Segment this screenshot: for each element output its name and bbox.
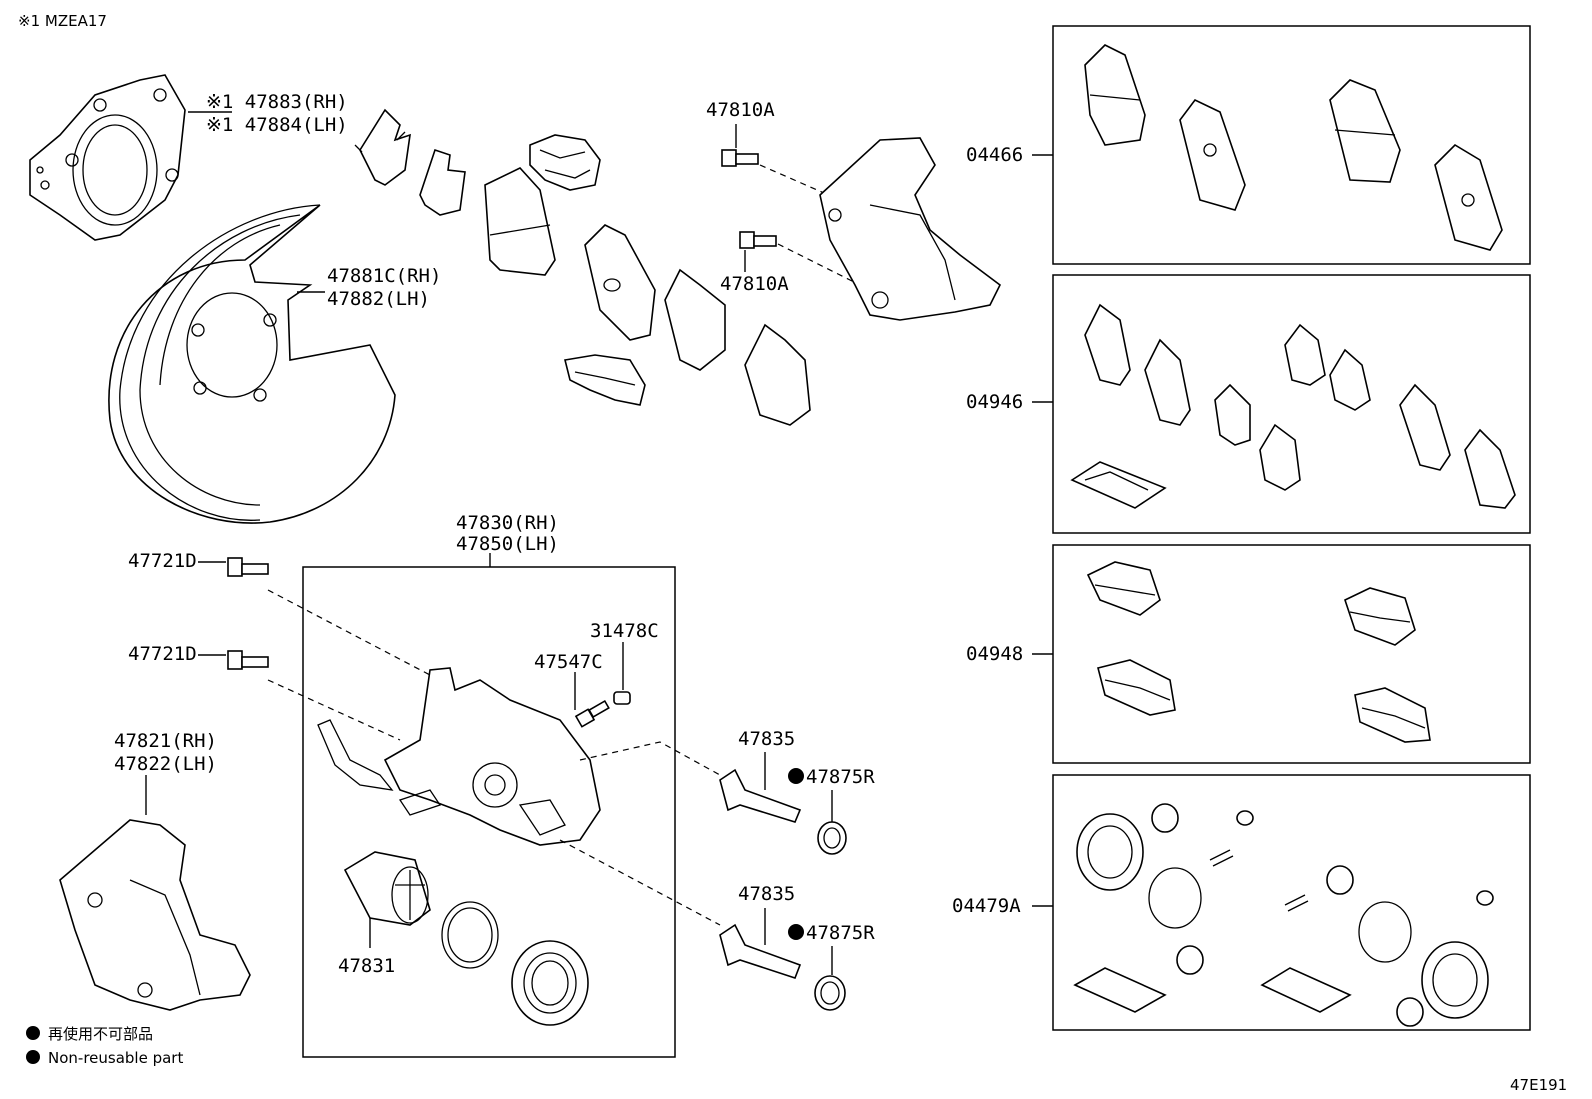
label-47882: 47882(LH): [327, 288, 430, 310]
piston[interactable]: [343, 851, 431, 926]
label-47821: 47821(RH): [114, 730, 217, 752]
label-47721d-1: 47721D: [128, 550, 197, 572]
label-47835-1: 47835: [738, 728, 795, 750]
pad-shim[interactable]: [419, 148, 466, 216]
pad-shim[interactable]: [354, 108, 411, 186]
kit-label-04466: 04466: [966, 144, 1023, 166]
legend-bullet: [26, 1050, 40, 1064]
kit-label-04479a: 04479A: [952, 895, 1021, 917]
brake-pad[interactable]: [484, 167, 556, 276]
knuckle-plate[interactable]: [29, 74, 186, 241]
slide-pin[interactable]: [719, 768, 802, 823]
kit-box-04479a[interactable]: [1052, 774, 1531, 1031]
kit-label-04946: 04946: [966, 391, 1023, 413]
caliper-bolt[interactable]: [227, 557, 269, 577]
label-47830: 47830(RH): [456, 512, 559, 534]
caliper-carrier-upper[interactable]: [819, 137, 1002, 321]
piston-boot[interactable]: [511, 940, 589, 1026]
kit-box-04466[interactable]: [1052, 25, 1531, 265]
kit-label-04948: 04948: [966, 643, 1023, 665]
kit-box-04946[interactable]: [1052, 274, 1531, 534]
label-47884: ※1 47884(LH): [206, 114, 348, 136]
label-47831: 47831: [338, 955, 395, 977]
dust-shield[interactable]: [108, 204, 396, 524]
kit-04946-shims: [1070, 303, 1516, 509]
kit-04479a-seals: [1073, 803, 1494, 1027]
model-note: ※1 MZEA17: [18, 12, 107, 30]
pad-clip[interactable]: [529, 134, 601, 191]
caliper-assembly-box: [302, 566, 676, 1058]
label-47822: 47822(LH): [114, 753, 217, 775]
diagram-code: 47E191: [1510, 1076, 1567, 1094]
pad-clip[interactable]: [564, 354, 646, 406]
slide-pin-boot[interactable]: [814, 975, 846, 1011]
non-reusable-mark: [788, 924, 804, 940]
kit-04466-pads: [1084, 44, 1503, 251]
bleeder-cap[interactable]: [613, 691, 631, 705]
label-47875r-2: 47875R: [806, 922, 875, 944]
pad-shim[interactable]: [744, 323, 811, 426]
label-47850: 47850(LH): [456, 533, 559, 555]
caliper-carrier[interactable]: [59, 819, 251, 1011]
mounting-bolt[interactable]: [721, 149, 759, 167]
label-31478c: 31478C: [590, 620, 659, 642]
label-47810a-2: 47810A: [720, 273, 789, 295]
slide-pin[interactable]: [719, 923, 802, 979]
caliper-body[interactable]: [317, 667, 601, 846]
non-reusable-mark: [788, 768, 804, 784]
caliper-bolt[interactable]: [227, 650, 269, 670]
pad-shim[interactable]: [664, 268, 726, 371]
kit-box-04948[interactable]: [1052, 544, 1531, 764]
mounting-bolt[interactable]: [739, 231, 777, 249]
label-47547c: 47547C: [534, 651, 603, 673]
kit-04948-clips: [1086, 561, 1431, 743]
legend-bullet: [26, 1026, 40, 1040]
legend-jp: 再使用不可部品: [48, 1025, 153, 1043]
label-47875r-1: 47875R: [806, 766, 875, 788]
slide-pin-boot[interactable]: [817, 821, 847, 855]
label-47881c: 47881C(RH): [327, 265, 441, 287]
legend-en: Non-reusable part: [48, 1049, 183, 1067]
label-47835-2: 47835: [738, 883, 795, 905]
bleeder-plug[interactable]: [574, 699, 610, 728]
label-47721d-2: 47721D: [128, 643, 197, 665]
piston-seal[interactable]: [441, 901, 499, 969]
label-47883: ※1 47883(RH): [206, 91, 348, 113]
label-47810a-1: 47810A: [706, 99, 775, 121]
brake-pad[interactable]: [584, 224, 656, 341]
